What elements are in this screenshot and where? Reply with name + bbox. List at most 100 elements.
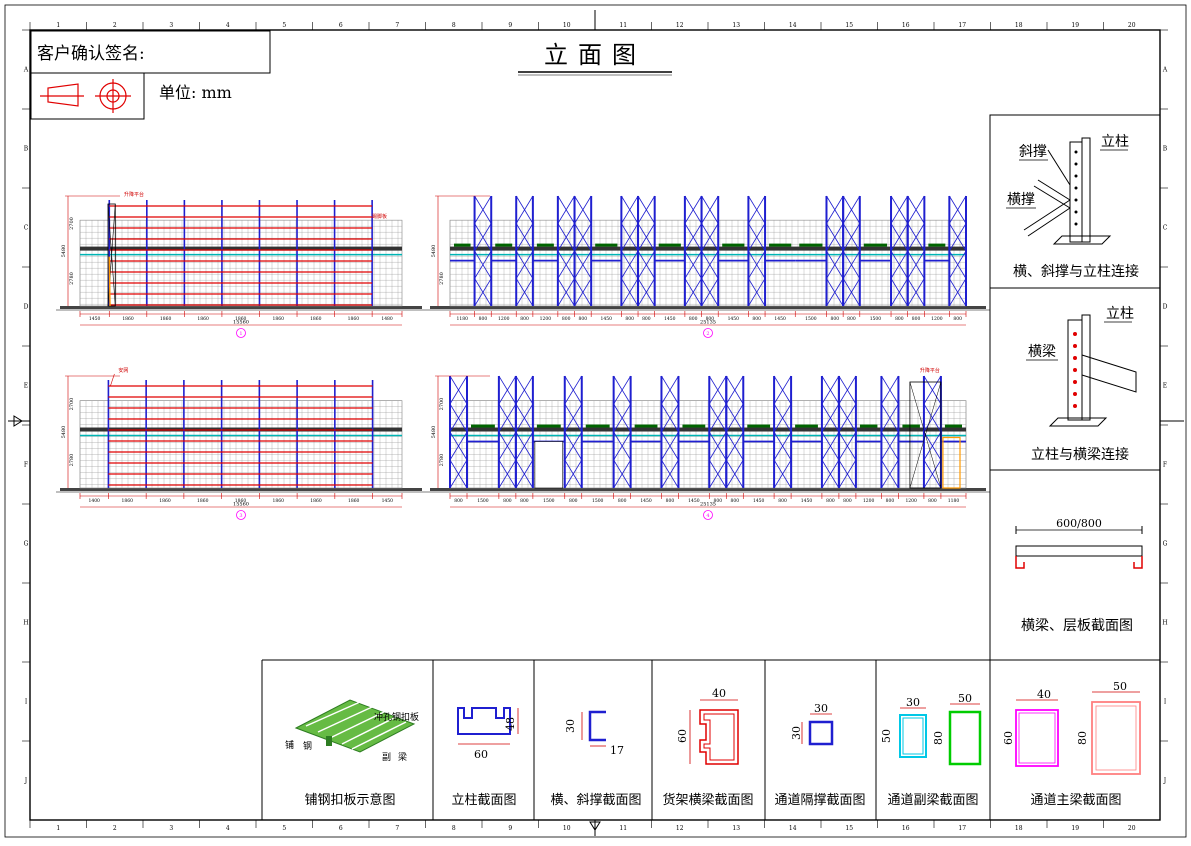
frame-brace: [684, 250, 702, 279]
center-arrow-bottom: [589, 821, 601, 831]
aisle-deck: [799, 243, 823, 247]
frame-brace: [474, 195, 492, 224]
frame-brace: [826, 278, 844, 307]
elevation-marker: [236, 328, 246, 338]
frame-brace: [637, 278, 656, 307]
span-dim-label: 1500: [870, 316, 882, 322]
height-dim-upper: 2700: [69, 398, 75, 411]
grid-col-bottom: 7: [395, 825, 399, 832]
frame-brace: [948, 278, 967, 307]
aisle-deck: [747, 424, 771, 428]
rack-beam-section: 40 60 货架横梁截面图: [662, 687, 753, 808]
kickboard-note: 踢脚板: [372, 213, 387, 220]
span-dim-label: 1200: [498, 316, 510, 322]
span-dim-label: 800: [847, 316, 856, 322]
span-dim-label: 1500: [592, 498, 604, 504]
height-dim-total: 5480: [431, 245, 437, 258]
net-note: 安网: [118, 367, 128, 374]
stair: [942, 436, 961, 489]
frame-brace: [637, 250, 656, 279]
span-dim-label: 800: [928, 498, 937, 504]
elevation-marker-label: 4: [706, 513, 709, 519]
grid-col-top: 12: [676, 22, 684, 29]
grid-col-bottom: 9: [508, 825, 512, 832]
span-dim-label: 1860: [310, 316, 322, 322]
frame-brace: [661, 403, 679, 433]
deck-beam: [450, 427, 966, 432]
frame-brace: [821, 375, 840, 405]
mesh-outline: [79, 400, 403, 489]
label-beam: 横梁: [1028, 344, 1056, 360]
elevation-marker-label: 3: [239, 513, 242, 519]
grid-col-bottom: 10: [563, 825, 571, 832]
deck-beam: [450, 246, 966, 251]
frame-brace: [515, 278, 534, 307]
deck-label-gang: 钢: [303, 740, 312, 752]
span-dim-label: 1180: [457, 316, 469, 322]
grid-col-top: 16: [902, 22, 910, 29]
frame-brace: [498, 459, 517, 489]
grid-row-right: J: [1163, 778, 1167, 785]
aisle-deck: [928, 243, 946, 247]
frame-brace: [907, 278, 925, 307]
span-dim-label: 800: [479, 316, 488, 322]
grid-row-right: D: [1163, 304, 1168, 311]
frame-brace: [574, 223, 592, 252]
frame-brace: [881, 459, 899, 489]
caption-deck-section: 横梁、层板截面图: [1021, 618, 1133, 634]
frame-brace: [557, 250, 575, 279]
grid-col-bottom: 5: [282, 825, 286, 832]
ground-slab: [430, 488, 986, 491]
grid-row-right: H: [1162, 620, 1167, 627]
span-dim-label: 800: [618, 498, 627, 504]
span-dim-label: 800: [752, 316, 761, 322]
frame-brace: [564, 431, 583, 461]
frame-brace: [661, 431, 679, 461]
frame-brace: [725, 459, 744, 489]
height-dim-lower: 2780: [439, 454, 445, 467]
frame-brace: [564, 403, 583, 433]
span-dim-label: 800: [826, 498, 835, 504]
mesh-outline: [79, 219, 403, 307]
grid-row-left: C: [24, 225, 29, 232]
frame-brace: [621, 278, 639, 307]
brace-height-dim: 30: [564, 719, 577, 733]
span-dim-label: 1450: [601, 316, 613, 322]
grid-col-top: 18: [1015, 22, 1023, 29]
frame-brace: [826, 223, 844, 252]
total-dim-label: 25135: [700, 320, 716, 326]
grid-col-bottom: 18: [1015, 825, 1023, 832]
span-dim-label: 1860: [197, 498, 209, 504]
frame-brace: [708, 375, 727, 405]
frame-brace: [826, 250, 844, 279]
frame-brace: [881, 403, 899, 433]
grid-col-bottom: 12: [676, 825, 684, 832]
caption-brace-section: 横、斜撑截面图: [550, 793, 641, 808]
brace-connection-detail: 斜撑 立柱 横撑 横、斜撑与立柱连接: [1006, 134, 1139, 280]
frame-brace: [474, 250, 492, 279]
frame-brace: [515, 375, 534, 405]
caption-aisle-main-beam: 通道主梁截面图: [1030, 793, 1121, 808]
deck-plate-sketch: 冲孔钢扣板 铺 钢 副 梁 铺钢扣板示意图: [285, 699, 419, 808]
grid-col-top: 19: [1071, 22, 1079, 29]
frame-brace: [474, 278, 492, 307]
door: [534, 441, 564, 489]
total-dim-label: 25135: [700, 502, 716, 508]
frame-brace: [684, 195, 702, 224]
frame-brace: [907, 195, 925, 224]
frame-brace: [923, 375, 942, 405]
frame-brace: [701, 223, 719, 252]
frame-brace: [923, 403, 942, 433]
frame-brace: [748, 223, 766, 252]
span-dim-label: 800: [642, 316, 651, 322]
frame-brace: [515, 250, 534, 279]
main-beam-b-height: 80: [1076, 731, 1089, 745]
grid-row-left: H: [23, 620, 28, 627]
ground-slab: [60, 306, 422, 309]
grid-col-bottom: 14: [789, 825, 797, 832]
grid-col-top: 3: [169, 22, 173, 29]
frame-brace: [923, 459, 942, 489]
elevation-marker: [703, 510, 713, 520]
